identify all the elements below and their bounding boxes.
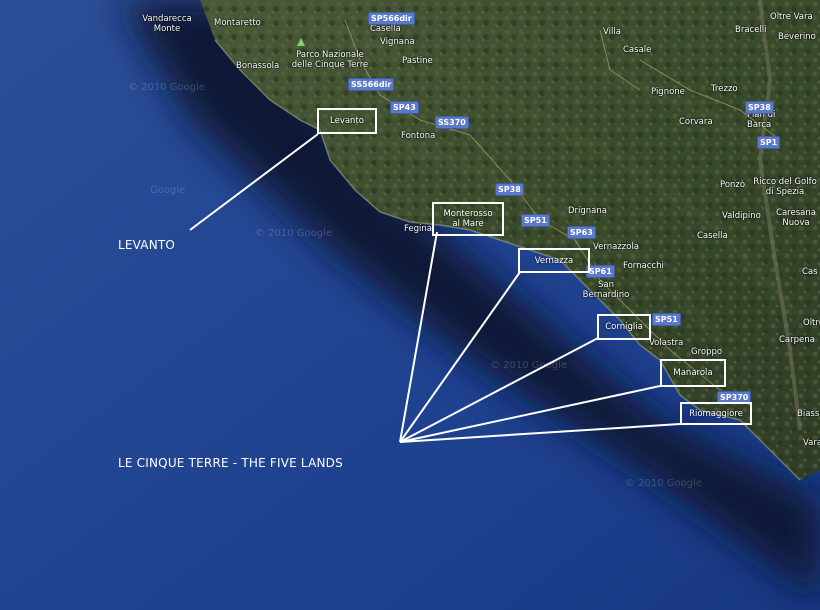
place-label: Pian di Barca [747,110,776,130]
town-box-monterosso[interactable]: Monterosso al Mare [432,202,504,236]
place-label: Montaretto [214,18,261,28]
road-badge: SS370 [435,116,469,129]
place-label: Villa [603,27,621,37]
place-label: Pignone [651,87,685,97]
place-label: Fontona [401,131,436,141]
annotation-lines [189,133,681,443]
town-box-manarola[interactable]: Manarola [660,359,726,387]
place-label: Oltre Vara [770,12,813,22]
place-label: Caresana Nuova [776,208,816,228]
place-label: Cas [802,267,818,277]
cinque-terre-annotation: LE CINQUE TERRE - THE FIVE LANDS [118,456,343,470]
watermark: © 2010 Google [255,228,333,239]
place-label: Groppo [691,347,723,357]
road-badge: SP566dir [368,12,415,25]
place-label: Oltre [803,318,820,328]
road-badge: SP43 [390,101,419,114]
town-box-vernazza[interactable]: Vernazza [518,248,590,273]
road-badge: SP63 [567,226,596,239]
place-label: Fornacchi [623,261,664,271]
place-label: Carpena [779,335,815,345]
place-label: Bracelli [735,25,767,35]
road-badge: SS566dir [348,78,395,91]
watermark: Google [150,185,186,196]
place-label: Casale [623,45,652,55]
watermark: © 2010 Google [128,82,206,93]
road-badge: SP38 [495,183,524,196]
place-label: Fegina [404,224,433,234]
watermark: © 2010 Google [625,478,703,489]
levanto-pointer-line [189,133,319,231]
place-label: Pastine [402,56,433,66]
place-label: San Bernardino [582,280,630,300]
road-badge: SP1 [757,136,781,149]
town-box-levanto[interactable]: Levanto [317,108,377,134]
place-label: Ricco del Golfo di Spezia [753,177,817,197]
road-badge: SP61 [586,265,615,278]
road-badge: SP51 [521,214,550,227]
place-label: Bonassola [236,61,280,71]
watermark: © 2010 Google [490,360,568,371]
place-label: Biass [797,409,820,419]
place-label: Vandarecca Monte [142,14,192,34]
road-badge: SP38 [745,101,774,114]
place-label: Corvara [679,117,713,127]
place-label: Parco Nazionale delle Cinque Terre [291,50,369,70]
riomaggiore-pointer-line [399,423,681,443]
town-box-riomaggiore[interactable]: Riomaggiore [680,402,752,425]
monterosso-pointer-line [399,231,438,443]
place-label: Trezzo [711,84,738,94]
corniglia-pointer-line [399,337,599,443]
place-label: Beverino [778,32,816,42]
vernazza-pointer-line [399,271,521,443]
place-label: Vernazzola [593,242,640,252]
place-label: Vignana [380,37,415,47]
place-label: Casella [370,24,401,34]
place-label: Casella [697,231,728,241]
place-label: Vara [803,438,820,448]
levanto-annotation: LEVANTO [118,238,176,252]
place-label: Ponzò [720,180,746,190]
place-label: Valdipino [722,211,761,221]
place-label: Drignana [568,206,607,216]
manarola-pointer-line [399,385,661,443]
town-box-corniglia[interactable]: Corniglia [597,314,651,340]
place-label: Volastra [649,338,684,348]
park-icon [297,38,305,46]
road-badge: SP51 [652,313,681,326]
